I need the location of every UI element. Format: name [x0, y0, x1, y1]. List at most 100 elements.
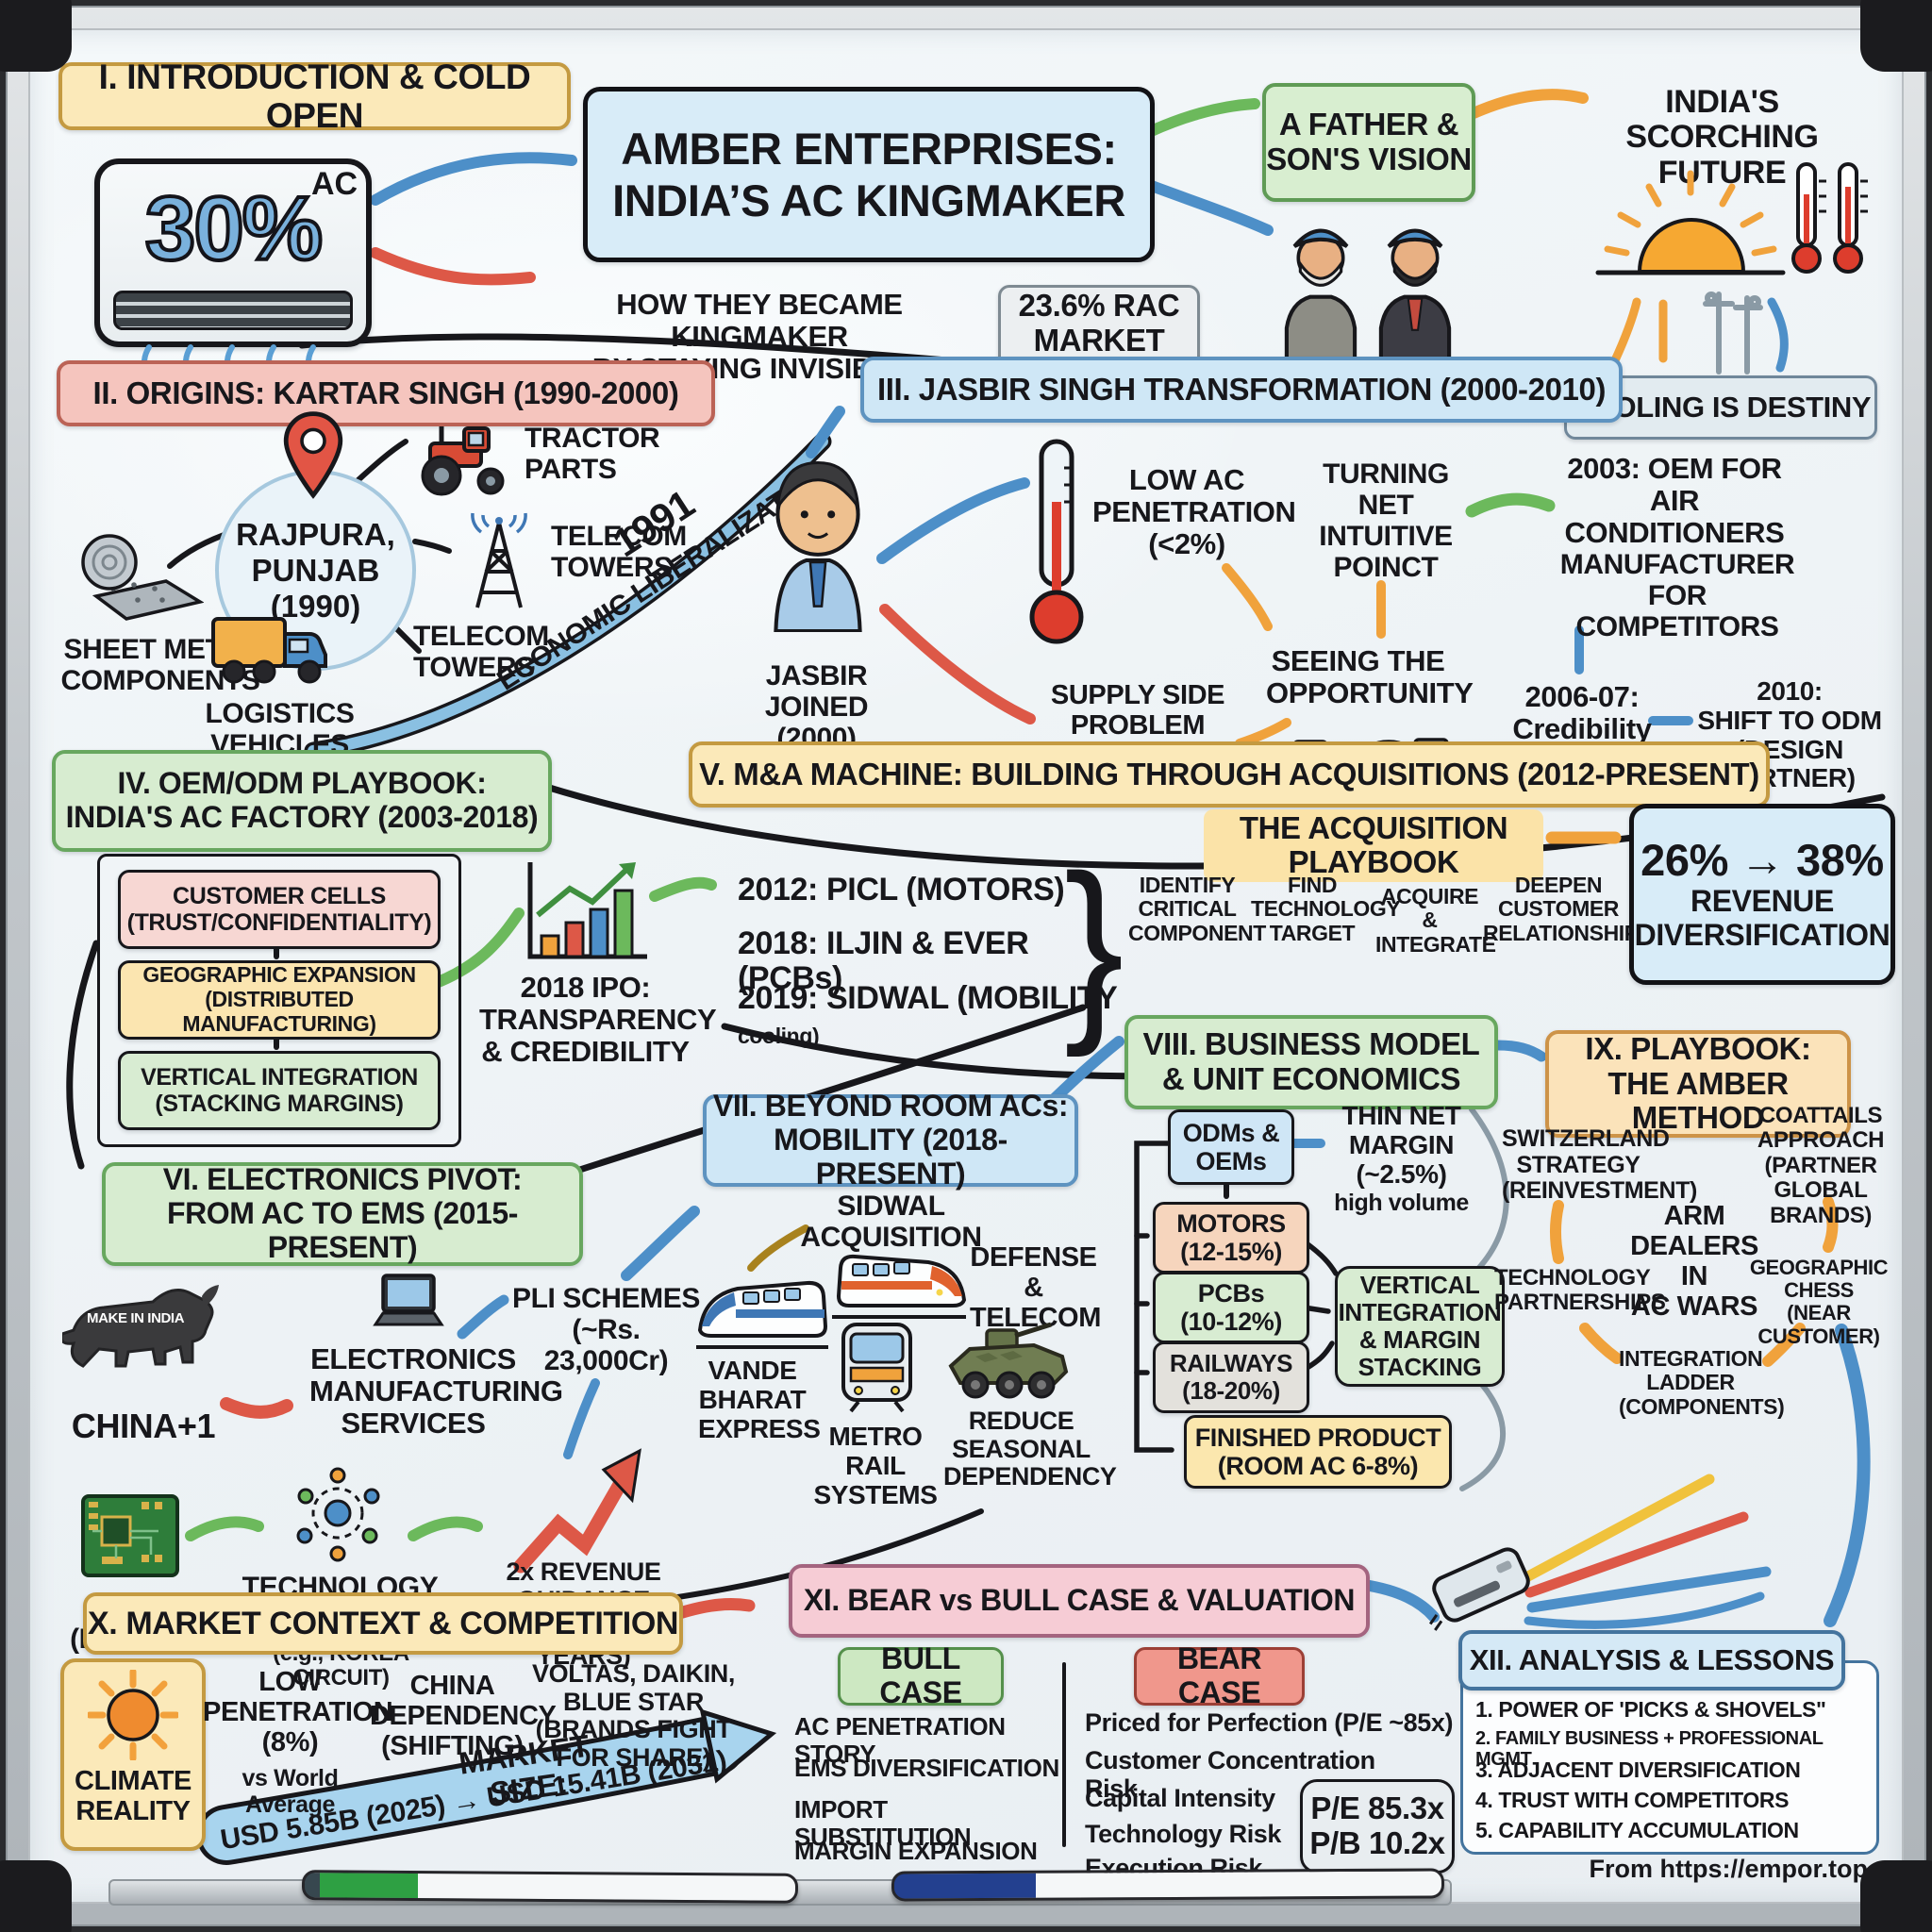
bull-item-2: EMS DIVERSIFICATION	[794, 1754, 1059, 1782]
lessons-panel	[1460, 1660, 1879, 1855]
metro-icon	[832, 1321, 922, 1415]
frame-corner-top-left	[0, 0, 72, 72]
telecom-tower-icon	[457, 509, 541, 613]
arm-dealers-label: ARM DEALERS IN AC WARS	[1630, 1201, 1758, 1322]
sun-icon	[1594, 166, 1788, 281]
seasonal-dependency-label: REDUCE SEASONAL DEPENDENCY	[943, 1407, 1117, 1491]
oem-2003-label: 2003: OEM FOR AIR CONDITIONERS	[1564, 452, 1785, 550]
thin-margin-label: THIN NET MARGIN (~2.5%)	[1341, 1101, 1461, 1189]
make-in-india-label: MAKE IN INDIA	[87, 1310, 185, 1326]
section11-header: XI. BEAR vs BULL CASE & VALUATION	[789, 1564, 1370, 1638]
ac-unit-icon: 30%	[94, 158, 372, 347]
switzerland-label: SWITZERLAND STRATEGY (REINVESTMENT)	[1502, 1125, 1697, 1204]
vision-box: A FATHER & SON'S VISION	[1262, 83, 1475, 202]
sheet-metal-icon	[72, 528, 204, 626]
playbook-step-1: IDENTIFY CRITICAL COMPONENT	[1128, 873, 1266, 945]
location-pin-icon	[279, 411, 347, 500]
lesson-1: 1. POWER OF 'PICKS & SHOVELS"	[1475, 1697, 1826, 1722]
brands-fight-label: VOLTAS, DAIKIN, BLUE STAR (BRANDS FIGHT …	[532, 1659, 735, 1773]
lesson-2: 2. FAMILY BUSINESS + PROFESSIONAL MGMT	[1475, 1728, 1824, 1770]
section1-header: I. INTRODUCTION & COLD OPEN	[58, 58, 571, 135]
bear-case-badge: BEAR CASE	[1134, 1641, 1305, 1709]
pcb-icon	[79, 1489, 183, 1583]
metro-rail-label: METRO RAIL SYSTEMS	[813, 1422, 938, 1509]
motors-box: MOTORS (12-15%)	[1153, 1202, 1309, 1274]
low-penetration-label: LOW PENETRATION (8%)	[203, 1667, 393, 1757]
diversification-pct: 26% → 38%	[1641, 834, 1884, 885]
utility-pole-icon	[1698, 289, 1764, 375]
ipo-chart-icon	[521, 857, 653, 965]
ipo-label: 2018 IPO: TRANSPARENCY & CREDIBILITY	[479, 971, 717, 1069]
section5-header: V. M&A MACHINE: BUILDING THROUGH ACQUISI…	[689, 741, 1770, 808]
pcbs-box: PCBs (10-12%)	[1153, 1272, 1309, 1343]
bull-item-1: AC PENETRATION STORY	[794, 1712, 1006, 1768]
jasbir-joined-label: JASBIR JOINED (2000)	[764, 660, 869, 754]
climate-sun-icon	[88, 1670, 178, 1760]
jasbir-joined-avatar	[760, 426, 875, 632]
main-title: AMBER ENTERPRISES: INDIA’S AC KINGMAKER	[583, 87, 1155, 262]
armored-vehicle-icon	[941, 1311, 1075, 1404]
railways-box: RAILWAYS (18-20%)	[1153, 1341, 1309, 1413]
credibility-label: 2006-07: Credibility	[1512, 680, 1652, 746]
acquisition-item-2012: 2012: PICL (MOTORS)	[738, 872, 1065, 908]
pb-ratio: P/B 10.2x	[1309, 1825, 1445, 1860]
turning-point-label: TURNING NET INTUITIVE POINCT	[1319, 458, 1453, 583]
lesson-3: 3. ADJACENT DIVERSIFICATION	[1475, 1757, 1801, 1782]
green-marker	[301, 1870, 799, 1904]
laptop-icon	[370, 1272, 445, 1334]
ac-arrows-decoration	[1423, 1526, 1545, 1640]
integration-ladder-label: INTEGRATION LADDER (COMPONENTS)	[1619, 1346, 1785, 1419]
ac-label: AC	[311, 166, 358, 202]
geographic-expansion-box: GEOGRAPHIC EXPANSION (DISTRIBUTED MANUFA…	[118, 960, 441, 1040]
bear-item-4: Technology Risk	[1085, 1820, 1282, 1848]
section9-header: IX. PLAYBOOK: THE AMBER METHOD	[1545, 1030, 1851, 1138]
technology-partnerships-label: TECHNOLOGY PARTNERSHIPS	[1494, 1265, 1666, 1316]
vande-bharat-train-icon	[694, 1260, 831, 1355]
tractor-label: TRACTOR PARTS	[525, 423, 660, 485]
climate-reality-label: CLIMATE REALITY	[75, 1766, 192, 1827]
case-divider	[1062, 1662, 1066, 1847]
pli-label: PLI SCHEMES (~Rs. 23,000Cr)	[512, 1283, 700, 1376]
coattails-label: COATTAILS APPROACH (PARTNER GLOBAL BRAND…	[1757, 1103, 1885, 1228]
china-plus-one-label: CHINA+1	[71, 1407, 216, 1445]
thin-margin-sub: high volume	[1334, 1190, 1469, 1216]
low-ac-label: LOW AC PENETRATION (<2%)	[1092, 463, 1296, 561]
vande-bharat-label: VANDE BHARAT EXPRESS	[698, 1356, 821, 1443]
telecom-label-2: TELECOM TOWERS	[413, 621, 549, 683]
acquisition-brace: }	[1064, 834, 1124, 1058]
thermometer-pair-icon	[1789, 160, 1870, 281]
section2-header: II. ORIGINS: KARTAR SINGH (1990-2000)	[57, 360, 715, 426]
lesson-5: 5. CAPABILITY ACCUMULATION	[1475, 1818, 1799, 1842]
bull-item-3: IMPORT SUBSTITUTION	[794, 1795, 972, 1851]
finished-product-box: FINISHED PRODUCT (ROOM AC 6-8%)	[1184, 1415, 1452, 1489]
bull-case-badge: BULL CASE	[838, 1641, 1004, 1709]
thermometer-icon	[1028, 436, 1085, 648]
geographic-chess-label: GEOGRAPHIC CHESS (NEAR CUSTOMER)	[1749, 1256, 1889, 1348]
section12-header: XII. ANALYSIS & LESSONS	[1458, 1630, 1845, 1690]
playbook-stack-frame	[97, 854, 461, 1147]
playbook-step-4: DEEPEN CUSTOMER RELATIONSHIPS	[1483, 873, 1653, 945]
playbook-step-3: ACQUIRE & INTEGRATE	[1375, 884, 1496, 957]
telecom-label-1: TELECOM TOWERS	[551, 521, 687, 583]
scorching-future-title: INDIA'S SCORCHING FUTURE	[1625, 84, 1819, 191]
valuation-multiples-box: P/E 85.3x P/B 10.2x	[1300, 1779, 1455, 1874]
acquisition-item-2018: 2018: ILJIN & EVER (PCBs)	[738, 925, 1029, 997]
frame-corner-bottom-left	[0, 1860, 72, 1932]
ems-label: ELECTRONICS MANUFACTURING SERVICES	[309, 1342, 563, 1441]
lesson-4: 4. TRUST WITH COMPETITORS	[1475, 1788, 1790, 1812]
bear-item-2: Customer Concentration Risk	[1085, 1746, 1375, 1803]
blue-marker	[891, 1868, 1445, 1902]
vertical-integration-box: VERTICAL INTEGRATION (STACKING MARGINS)	[118, 1051, 441, 1130]
seeing-opportunity-label: SEEING THE OPPORTUNITY	[1266, 644, 1474, 710]
express-train-icon	[826, 1238, 970, 1324]
climate-reality-box: CLIMATE REALITY	[60, 1658, 206, 1851]
section6-header: VI. ELECTRONICS PIVOT: FROM AC TO EMS (2…	[102, 1162, 583, 1266]
growth-zigzag-icon	[509, 1415, 646, 1580]
section4-header: IV. OEM/ODM PLAYBOOK: INDIA'S AC FACTORY…	[52, 750, 552, 852]
ac-value: 30%	[143, 176, 325, 281]
section7-header: VII. BEYOND ROOM ACs: MOBILITY (2018-PRE…	[703, 1089, 1078, 1191]
acquisition-playbook-label: THE ACQUISITION PLAYBOOK	[1204, 809, 1543, 882]
ac-vent	[113, 291, 353, 330]
bull-item-4: MARGIN EXPANSION	[794, 1837, 1038, 1865]
diversification-label: REVENUE DIVERSIFICATION	[1634, 884, 1890, 953]
